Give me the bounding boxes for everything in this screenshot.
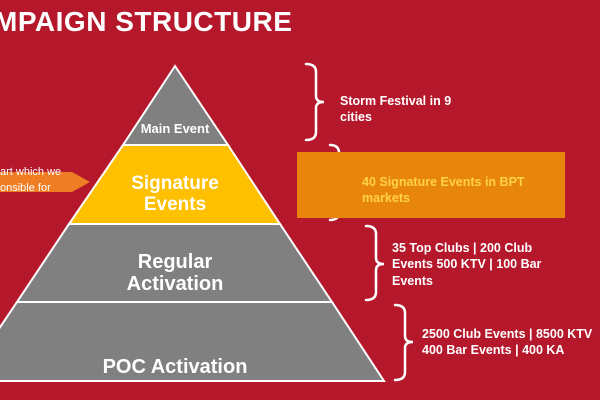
- callout-text-line2: onsible for: [0, 182, 51, 194]
- page-title: MPAIGN STRUCTURE: [0, 6, 293, 37]
- signature-highlight-box: [297, 152, 565, 218]
- description-poc-activation: 2500 Club Events | 8500 KTV 400 Bar Even…: [422, 327, 593, 358]
- tier-label-poc-activation: POC Activation: [102, 356, 248, 378]
- callout-text-line1: art which we: [0, 166, 62, 178]
- callout-arrow: [0, 172, 90, 192]
- description-regular-activation: 35 Top Clubs | 200 Club Events 500 KTV |…: [392, 241, 542, 288]
- tier-label-regular-activation: Regular Activation: [126, 251, 224, 295]
- brace-poc-activation: [393, 303, 414, 382]
- tier-label-main-event: Main Event: [140, 121, 210, 136]
- description-signature-events: 40 Signature Events in BPT markets: [362, 175, 525, 206]
- tier-label-signature-events: Signature Events: [131, 173, 219, 215]
- pyramid-tier-poc-activation: [0, 301, 386, 382]
- brace-main-event: [304, 62, 325, 142]
- brace-regular-activation: [364, 224, 385, 302]
- description-main-event: Storm Festival in 9 cities: [340, 94, 452, 125]
